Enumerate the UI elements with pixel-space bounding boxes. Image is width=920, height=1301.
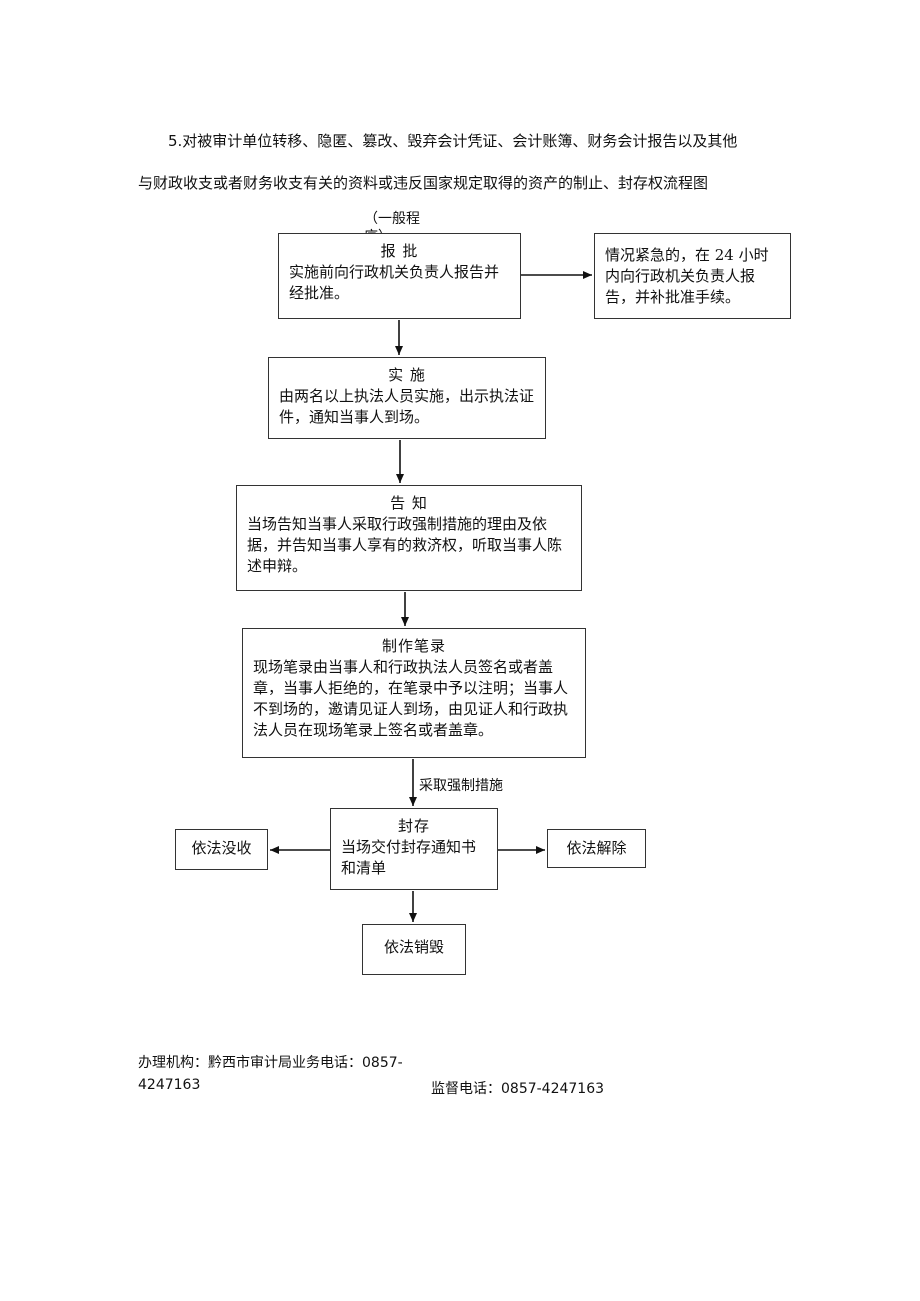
step-inform-text: 当场告知当事人采取行政强制措施的理由及依据，并告知当事人享有的救济权，听取当事人… — [247, 515, 563, 575]
step-destroy: 依法销毁 — [362, 924, 466, 975]
step-confiscate: 依法没收 — [175, 829, 268, 870]
step-urgent-text: 情况紧急的，在 24 小时内向行政机关负责人报告，并补批准手续。 — [605, 246, 769, 306]
step-urgent: 情况紧急的，在 24 小时内向行政机关负责人报告，并补批准手续。 — [594, 233, 791, 319]
step-record-heading: 制作笔录 — [381, 637, 446, 655]
title-line-1: 5.对被审计单位转移、隐匿、篡改、毁弃会计凭证、会计账簿、财务会计报告以及其他 — [168, 132, 738, 150]
step-implement-heading: 实 施 — [388, 366, 426, 384]
step-seal: 封存 当场交付封存通知书和清单 — [330, 808, 498, 890]
footer-organization: 办理机构：黔西市审计局业务电话：0857-4247163 — [138, 1055, 403, 1093]
step-record: 制作笔录 现场笔录由当事人和行政执法人员签名或者盖章，当事人拒绝的，在笔录中予以… — [242, 628, 586, 758]
step-approve: 报 批 实施前向行政机关负责人报告并经批准。 — [278, 233, 521, 319]
title-line-2: 与财政收支或者财务收支有关的资料或违反国家规定取得的资产的制止、封存权流程图 — [138, 174, 709, 192]
footer-supervision-phone: 监督电话：0857-4247163 — [431, 1081, 605, 1097]
step-release: 依法解除 — [547, 829, 646, 868]
step-seal-text: 当场交付封存通知书和清单 — [341, 838, 477, 877]
step-seal-heading: 封存 — [397, 817, 430, 835]
step-implement-text: 由两名以上执法人员实施，出示执法证件，通知当事人到场。 — [279, 387, 535, 426]
step-implement: 实 施 由两名以上执法人员实施，出示执法证件，通知当事人到场。 — [268, 357, 546, 439]
step-inform: 告 知 当场告知当事人采取行政强制措施的理由及依据，并告知当事人享有的救济权，听… — [236, 485, 582, 591]
step-approve-heading: 报 批 — [380, 242, 419, 260]
step-record-text: 现场笔录由当事人和行政执法人员签名或者盖章，当事人拒绝的，在笔录中予以注明；当事… — [253, 658, 569, 739]
step-inform-heading: 告 知 — [390, 494, 428, 512]
step-approve-text: 实施前向行政机关负责人报告并经批准。 — [289, 263, 500, 302]
edge-label-measures: 采取强制措施 — [419, 778, 503, 794]
